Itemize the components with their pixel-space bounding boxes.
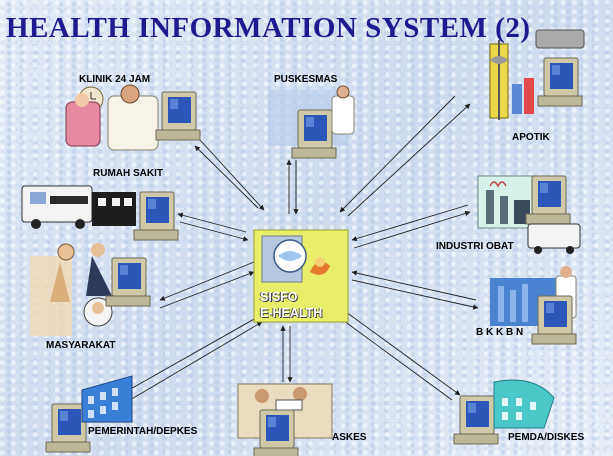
center-hub-label: SISFO E-HEALTH [260,289,350,321]
center-line-2: E-HEALTH [260,306,323,320]
node-bkkbn-illustration [490,266,577,345]
label-rumah-sakit: RUMAH SAKIT [93,168,163,179]
node-askes-illustration [237,383,333,456]
node-masyarakat-illustration [30,243,151,336]
label-apotik: APOTIK [512,132,550,143]
label-bkkbn: B K K B N [476,327,524,338]
label-pemerintah: PEMERINTAH/DEPKES [88,426,198,437]
node-pemda-illustration [453,379,555,445]
slide-title: HEALTH INFORMATION SYSTEM (2) [6,12,531,44]
node-apotik-illustration [489,29,585,120]
label-askes: ASKES [332,432,367,443]
center-illustration [253,229,349,323]
label-industri-obat: INDUSTRI OBAT [436,241,514,252]
connector-arrows [119,95,479,401]
label-klinik: KLINIK 24 JAM [79,74,151,85]
node-puskesmas-illustration [268,85,355,159]
label-masyarakat: MASYARAKAT [46,340,116,351]
node-pemerintah-illustration [45,375,133,453]
center-line-1: SISFO [260,290,298,304]
label-pemda: PEMDA/DISKES [508,432,585,443]
node-rumah-sakit-illustration [21,185,179,241]
node-industri-obat-illustration [477,175,581,254]
node-klinik-illustration [65,84,201,151]
label-puskesmas: PUSKESMAS [274,74,338,85]
